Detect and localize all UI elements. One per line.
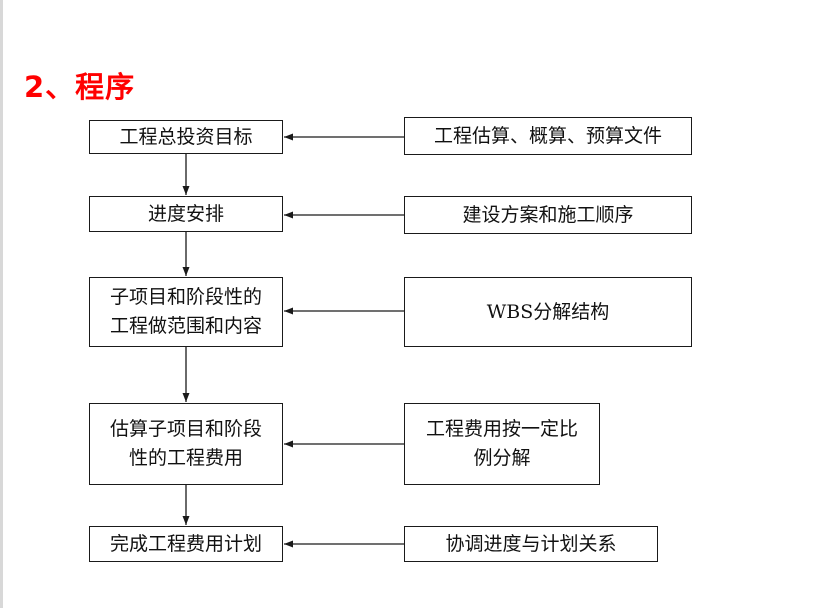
step-box-2: 进度安排 [89, 196, 283, 232]
input-box-3: WBS分解结构 [404, 277, 692, 347]
step-box-5: 完成工程费用计划 [89, 526, 283, 562]
input-box-4: 工程费用按一定比 例分解 [404, 403, 600, 485]
input-box-2: 建设方案和施工顺序 [404, 196, 692, 234]
slide-edge [0, 0, 3, 608]
step-box-1: 工程总投资目标 [89, 120, 283, 154]
input-box-5: 协调进度与计划关系 [404, 526, 658, 562]
step-box-3: 子项目和阶段性的 工程做范围和内容 [89, 277, 283, 347]
page-title: 2、程序 [24, 70, 136, 104]
step-box-4: 估算子项目和阶段 性的工程费用 [89, 403, 283, 485]
input-box-1: 工程估算、概算、预算文件 [404, 117, 692, 155]
